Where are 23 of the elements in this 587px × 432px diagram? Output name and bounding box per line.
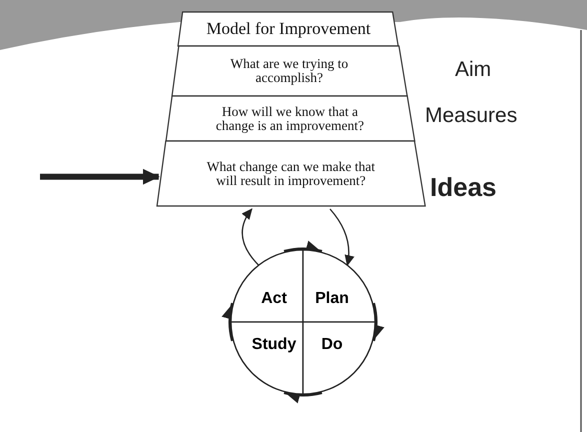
quadrant <box>303 250 375 322</box>
question-text: What are we trying to accomplish? <box>229 56 350 86</box>
quadrant-label: Act <box>261 290 287 308</box>
question-text: How will we know that a change is an improvement? <box>214 104 365 133</box>
category-label: Ideas <box>430 172 496 203</box>
quadrant-label: Study <box>252 336 296 354</box>
arrow <box>242 208 260 266</box>
title-text: Model for Improvement <box>205 20 372 38</box>
arrow <box>40 168 160 185</box>
question-trapezoid <box>172 46 407 96</box>
question-trapezoid <box>156 141 425 206</box>
category-label: Measures <box>425 104 518 128</box>
title-trapezoid <box>178 12 399 46</box>
question-trapezoid <box>166 96 414 141</box>
quadrant <box>231 250 303 322</box>
cycle-circle <box>231 250 375 394</box>
question-text: What change can we make that will result in improvement? <box>206 159 376 188</box>
category-label: Aim <box>455 58 492 82</box>
arrow <box>330 208 354 266</box>
quadrant-label: Do <box>321 336 343 354</box>
quadrant-label: Plan <box>315 290 349 308</box>
quadrant <box>231 322 303 394</box>
quadrant <box>303 322 375 394</box>
